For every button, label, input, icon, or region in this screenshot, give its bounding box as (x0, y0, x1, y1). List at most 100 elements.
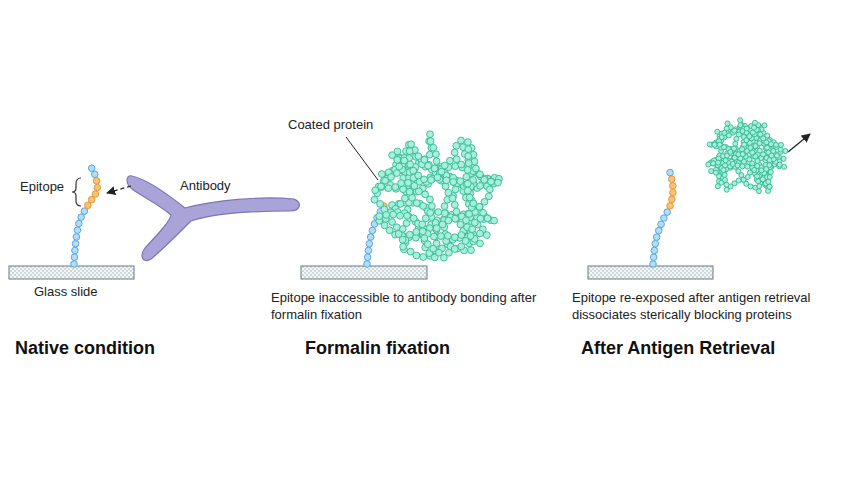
chain-bead (76, 220, 83, 227)
protein-bead (477, 230, 484, 237)
protein-bead (741, 152, 746, 157)
protein-bead (464, 167, 471, 174)
protein-bead (767, 184, 772, 189)
protein-chains (71, 165, 676, 267)
protein-bead (463, 173, 470, 180)
chain-bead (365, 247, 372, 254)
protein-bead (735, 163, 740, 168)
protein-bead (442, 209, 449, 216)
protein-bead (376, 213, 383, 220)
chain-bead (651, 247, 658, 254)
binding-arrow (107, 186, 131, 193)
chain-bead (73, 234, 80, 241)
protein-bead (712, 142, 717, 147)
protein-bead (756, 189, 761, 194)
protein-bead (394, 156, 401, 163)
protein-bead (407, 161, 414, 168)
protein-bead (473, 165, 480, 172)
protein-bead (470, 200, 477, 207)
protein-bead (385, 185, 392, 192)
protein-bead (420, 203, 427, 210)
protein-bead (451, 234, 458, 241)
protein-bead (773, 142, 778, 147)
protein-bead (724, 182, 729, 187)
protein-bead (484, 215, 491, 222)
protein-bead (419, 221, 426, 228)
protein-bead (707, 142, 712, 147)
protein-bead (767, 163, 772, 168)
chain-bead (71, 261, 78, 268)
protein-bead (740, 147, 745, 152)
protein-bead (464, 180, 471, 187)
epitope-bead (670, 189, 677, 196)
caption-note: Epitope re-exposed after antigen retriev… (572, 290, 846, 324)
protein-bead (433, 151, 440, 158)
protein-bead (426, 151, 433, 158)
protein-bead (725, 121, 730, 126)
protein-bead (755, 174, 760, 179)
protein-bead (427, 131, 434, 138)
protein-bead (723, 177, 728, 182)
protein-bead (711, 161, 716, 166)
protein-bead (401, 195, 408, 202)
protein-bead (438, 168, 445, 175)
chain-bead (72, 240, 79, 247)
protein-bead (433, 225, 440, 232)
protein-bead (468, 247, 475, 254)
protein-bead (740, 152, 745, 157)
protein-bead (411, 182, 418, 189)
protein-bead (421, 176, 428, 183)
protein-bead (464, 139, 471, 146)
protein-bead (408, 141, 415, 148)
protein-bead (421, 235, 428, 242)
chain-bead (367, 234, 374, 241)
protein-bead (451, 202, 458, 209)
protein-bead (766, 179, 771, 184)
protein-bead (486, 186, 493, 193)
protein-bead (458, 161, 465, 168)
chain-bead (667, 169, 674, 176)
protein-bead (441, 210, 448, 217)
coated-proteins (371, 118, 788, 261)
chain-bead (88, 165, 95, 172)
chain-bead (72, 247, 79, 254)
protein-bead (465, 153, 472, 160)
protein-bead (723, 158, 728, 163)
leader-line (346, 137, 378, 180)
chain-bead (71, 254, 78, 261)
protein-bead (740, 164, 745, 169)
protein-bead (477, 183, 484, 190)
protein-bead (757, 184, 762, 189)
glass-slide (9, 266, 134, 279)
protein-bead (453, 142, 460, 149)
chain-bead (650, 261, 657, 268)
protein-bead (711, 161, 716, 166)
protein-bead (406, 148, 413, 155)
protein-bead (752, 120, 757, 125)
protein-bead (457, 178, 464, 185)
protein-bead (465, 210, 472, 217)
chain-bead (91, 171, 98, 178)
protein-bead (400, 243, 407, 250)
protein-bead (392, 184, 399, 191)
protein-bead (389, 219, 396, 226)
protein-strand (374, 134, 498, 257)
protein-bead (767, 184, 772, 189)
protein-bead (732, 146, 737, 151)
protein-bead (721, 168, 726, 173)
protein-bead (748, 184, 753, 189)
chain-bead (653, 234, 660, 241)
chain-bead (366, 240, 373, 247)
chain-bead (658, 221, 665, 228)
epitope-bead (92, 191, 99, 198)
chain-bead (364, 254, 371, 261)
epitope-bead (93, 178, 100, 185)
part-label: Glass slide (34, 284, 98, 301)
protein-bead (466, 211, 473, 218)
glass-slide (301, 266, 427, 279)
protein-bead (778, 142, 783, 147)
glass-slide (588, 266, 713, 279)
protein-bead (741, 177, 746, 182)
protein-bead (745, 164, 750, 169)
